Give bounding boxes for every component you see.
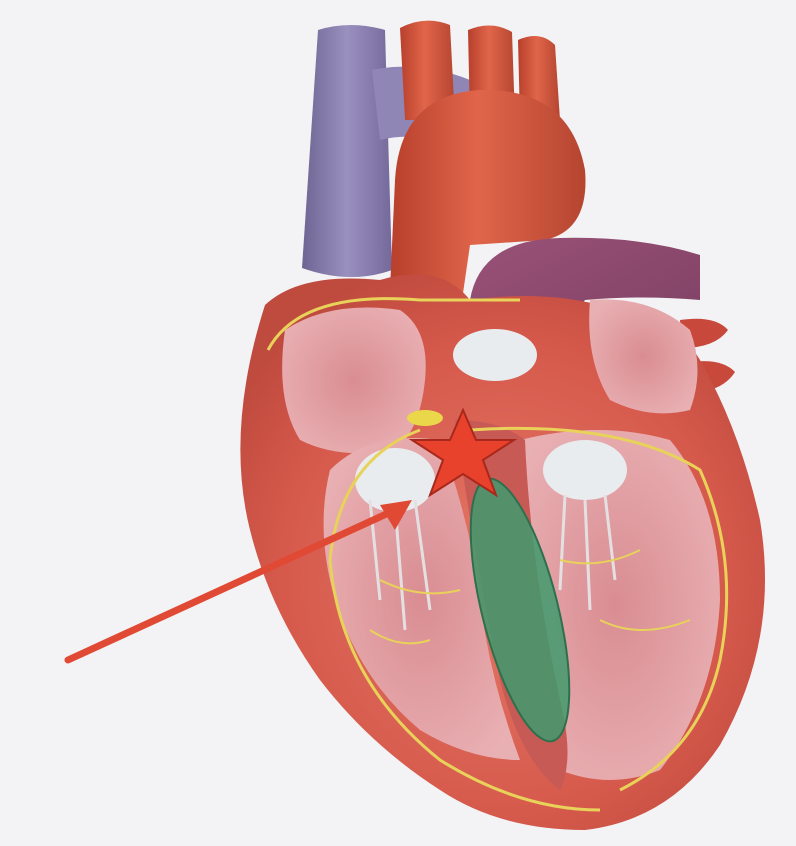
mitral-valve xyxy=(543,440,627,500)
av-node xyxy=(407,410,443,426)
aortic-valve xyxy=(453,329,537,381)
right-atrium xyxy=(282,308,426,454)
tricuspid-valve xyxy=(355,448,435,512)
